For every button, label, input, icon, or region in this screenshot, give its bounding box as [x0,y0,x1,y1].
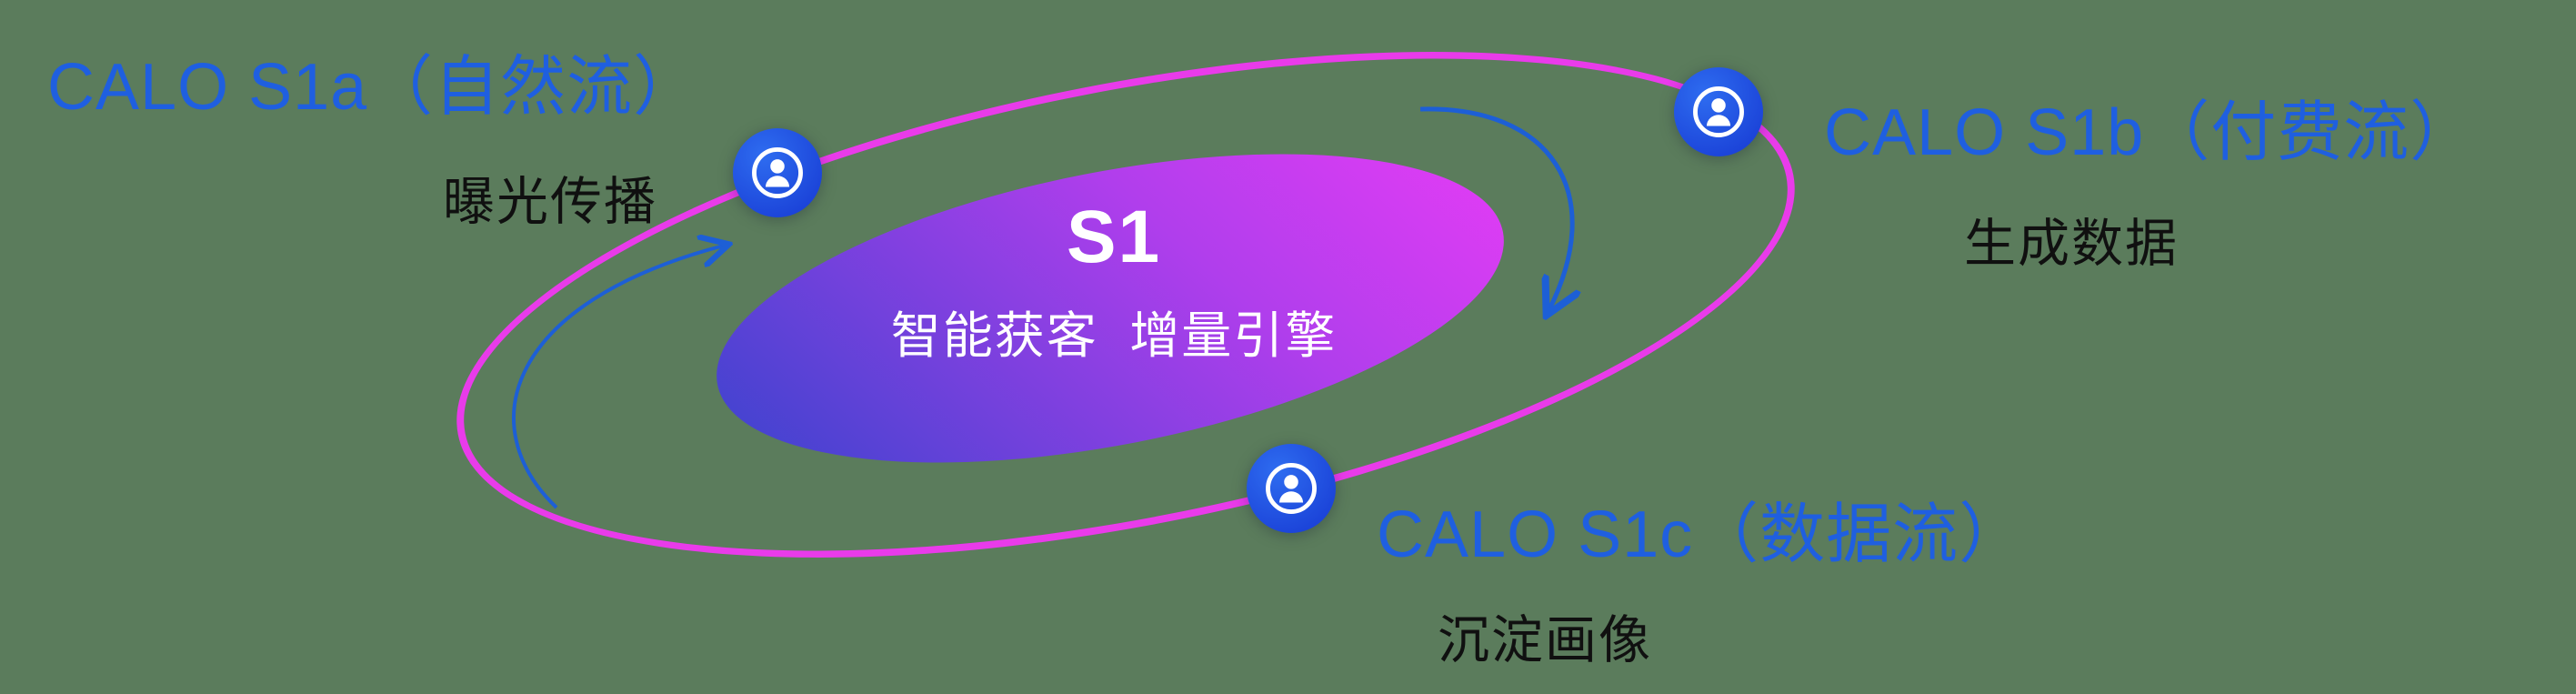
node-s1a [733,128,822,217]
core-text-block: S1 智能获客 增量引擎 [818,195,1409,367]
person-icon [1247,444,1336,533]
person-icon [733,128,822,217]
node-s1c [1247,444,1336,533]
node-s1c-sublabel: 沉淀画像 [1438,611,1652,669]
node-s1c-label: CALO S1c（数据流） [1377,498,2026,571]
core-title: S1 [1066,196,1162,278]
core-subtitle: 智能获客 增量引擎 [890,307,1338,364]
node-s1b-sublabel: 生成数据 [1964,215,2179,273]
node-s1a-label: CALO S1a（自然流） [47,51,700,124]
node-s1b-label: CALO S1b（付费流） [1824,96,2477,169]
node-s1a-sublabel: 曝光传播 [443,173,657,231]
person-icon [1674,67,1763,156]
node-s1b [1674,67,1763,156]
